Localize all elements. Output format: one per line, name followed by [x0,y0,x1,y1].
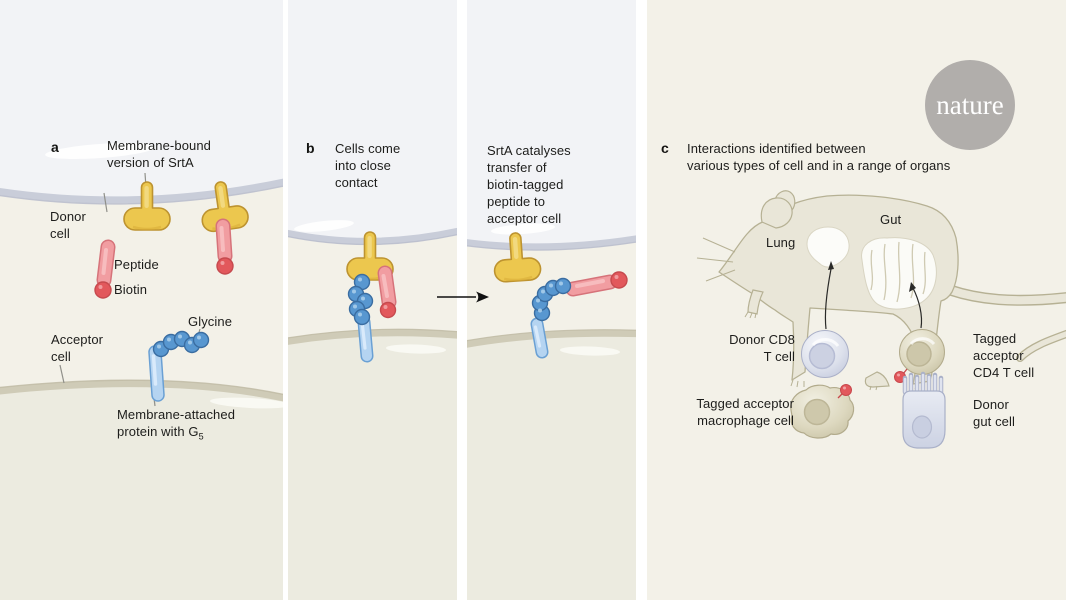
donor-cell-membrane [288,0,457,246]
mouse-ear [760,190,796,229]
lung-shape [806,226,850,268]
panel-c-caption: Interactions identified between various … [687,141,951,173]
panel-c-letter: c [661,140,669,156]
gut-arrow [909,282,923,329]
donor-cd8-label: Donor CD8 T cell [729,332,795,364]
panel-b2 [467,0,636,600]
lung-label: Lung [766,235,796,250]
tagged-macrophage-label: Tagged acceptor macrophage cell [696,396,794,428]
transfer-arrow [437,291,489,303]
acceptor-cell-label: Acceptor cell [51,332,104,364]
membrane-protein-g5 [347,273,374,363]
tagged-acceptor-macrophage-cell [790,384,855,439]
donor-gut-label: Donor gut cell [973,397,1015,429]
donor-cell-membrane [467,0,636,251]
nature-logo: nature [925,60,1015,150]
biotin-tagged-peptide [215,218,234,275]
biotin-label: Biotin [114,282,148,297]
biotin-tagged-peptide [377,265,397,319]
panel-b-illustration [288,0,457,600]
gut-label: Gut [880,212,902,227]
donor-cell-membrane [0,0,283,205]
acceptor-cell-membrane [288,328,457,600]
glycine-beads [152,330,210,358]
panel-b-letter: b [306,140,315,156]
panel-b2-illustration [467,0,636,600]
glycine-label: Glycine [188,314,233,329]
panel-b2-caption: SrtA catalyses transfer of biotin-tagged… [487,143,571,226]
membrane-protein-label: Membrane-attached protein with G5 [117,407,236,442]
srta-label: Membrane-bound version of SrtA [107,138,212,170]
donor-cd8-t-cell [801,330,849,378]
panel-a [0,0,283,600]
panel-a-letter: a [51,139,59,155]
acceptor-cell-membrane [467,329,636,600]
tagged-acceptor-cd4-t-cell [894,329,945,383]
lung-arrow [824,261,834,330]
gut-shape [861,237,937,310]
glycine-beads [531,277,572,322]
mouse-tail [944,284,1066,362]
panel-b [288,0,457,600]
panel-b-caption: Cells come into close contact [335,141,401,190]
peptide-label: Peptide [114,257,159,272]
donor-gut-cell [902,371,946,449]
free-peptide-biotin [94,239,116,299]
mouse-whiskers [696,237,736,282]
glycine-beads [347,273,374,326]
membrane-protein-g5 [148,330,210,402]
nature-logo-text: nature [936,89,1004,120]
tagged-cd4-label: Tagged acceptor CD4 T cell [973,331,1035,380]
donor-cell-label: Donor cell [50,209,86,241]
panel-c-illustration [696,190,1066,449]
biotin-tag [840,384,852,396]
membrane-protein-with-transferred-peptide [530,271,628,359]
panel-a-illustration [0,0,283,600]
